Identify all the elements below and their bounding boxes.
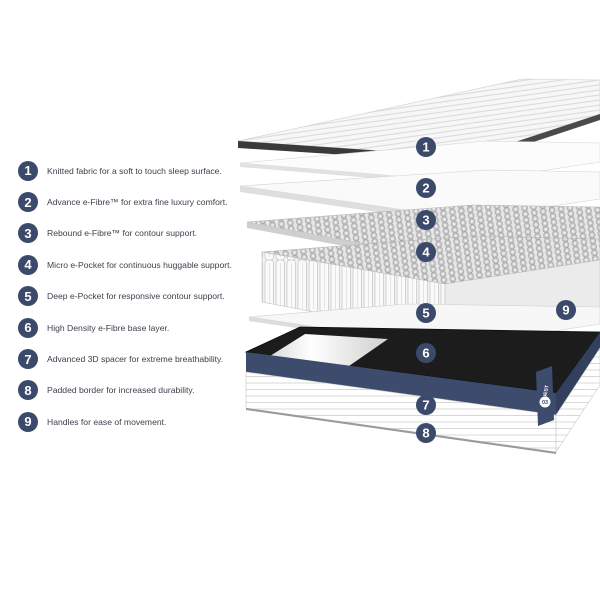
legend-item-8: 8 Padded border for increased durability… [18,375,248,406]
legend-text: Advance e-Fibre™ for extra fine luxury c… [47,197,228,208]
legend-item-7: 7 Advanced 3D spacer for extreme breatha… [18,343,248,374]
legend-text: Knitted fabric for a soft to touch sleep… [47,165,222,176]
legend-text: Micro e-Pocket for continuous huggable s… [47,259,232,270]
layer-marker-9: 9 [556,300,576,320]
number-badge: 2 [18,192,38,213]
feature-legend: 1 Knitted fabric for a soft to touch sle… [18,155,248,438]
svg-text:2: 2 [422,181,429,196]
number-badge: 8 [18,380,38,401]
legend-text: Advanced 3D spacer for extreme breathabi… [47,354,224,365]
brand-name: QUEST [542,385,551,403]
number-badge: 6 [18,317,38,338]
legend-text: Deep e-Pocket for responsive contour sup… [47,291,225,302]
legend-item-6: 6 High Density e-Fibre base layer. [18,312,248,343]
legend-text: High Density e-Fibre base layer. [47,322,170,333]
svg-text:8: 8 [422,426,429,441]
layer-marker-2: 2 [416,178,436,198]
layer-marker-5: 5 [416,303,436,323]
brand-badge-number: 03 [542,400,548,406]
layer-marker-7: 7 [416,395,436,415]
layer-marker-8: 8 [416,423,436,443]
number-badge: 9 [18,411,38,432]
number-badge: 3 [18,223,38,244]
legend-item-2: 2 Advance e-Fibre™ for extra fine luxury… [18,186,248,217]
number-badge: 5 [18,286,38,307]
legend-item-9: 9 Handles for ease of movement. [18,406,248,437]
svg-text:5: 5 [422,306,429,321]
layer-marker-3: 3 [416,210,436,230]
svg-text:9: 9 [562,303,569,318]
legend-text: Rebound e-Fibre™ for contour support. [47,228,197,239]
legend-text: Handles for ease of movement. [47,416,167,427]
legend-text: Padded border for increased durability. [47,385,195,396]
mattress-exploded-view: QUEST 03 1 2 3 4 5 6 7 8 9 [230,0,600,600]
legend-item-1: 1 Knitted fabric for a soft to touch sle… [18,155,248,186]
svg-text:6: 6 [422,346,429,361]
svg-text:7: 7 [422,398,429,413]
svg-text:1: 1 [422,140,429,155]
number-badge: 4 [18,254,38,275]
layer-marker-6: 6 [416,343,436,363]
number-badge: 1 [18,160,38,181]
brand-label: QUEST 03 [536,366,554,426]
number-badge: 7 [18,349,38,370]
layer-marker-1: 1 [416,137,436,157]
layer-marker-4: 4 [416,242,436,262]
layer-8-padded-border [245,347,600,454]
legend-item-5: 5 Deep e-Pocket for responsive contour s… [18,281,248,312]
legend-item-3: 3 Rebound e-Fibre™ for contour support. [18,218,248,249]
svg-text:4: 4 [422,245,430,260]
svg-text:3: 3 [422,213,429,228]
legend-item-4: 4 Micro e-Pocket for continuous huggable… [18,249,248,280]
